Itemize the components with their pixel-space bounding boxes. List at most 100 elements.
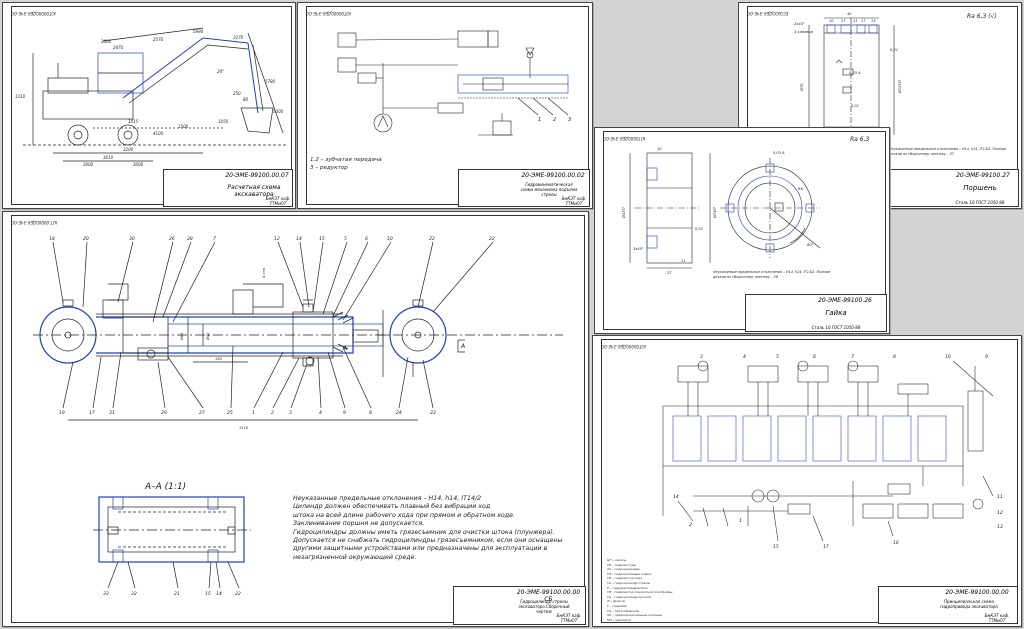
dim-label: 5300 — [273, 109, 284, 114]
principal-scheme-drawing: 3 4 5 6 7 8 10 9 11 12 13 14 1 2 15 17 1… — [662, 354, 1003, 550]
callout-number: 18 — [49, 236, 55, 242]
legend-list: ЦП – насосы ГМ – гидромоторы ЗА – гидроц… — [607, 558, 707, 622]
dim-label: 24° — [217, 69, 224, 74]
drawing-name: Гайка — [825, 309, 847, 317]
roughness-mark: Ra 6,3 — [850, 136, 870, 143]
requirement-line: другими защитными устройствами или предн… — [293, 545, 548, 553]
dim-label: 1050 — [218, 119, 229, 124]
callout-number: 28 — [187, 236, 193, 242]
sheet-frame — [603, 131, 886, 330]
callout-number: 21 — [174, 591, 180, 597]
dim-label: 80 — [243, 97, 249, 102]
dim-label: 3000 — [133, 162, 144, 167]
sheet-excavator: ЮТ00000ДБ6-ЭЧЕ-ОС — [2, 2, 296, 209]
drawing-code: 20-ЭМЕ-99100.00.00 — [945, 589, 1009, 596]
drawing-org: БмКЭТ каф. ТТМиОТ — [561, 196, 587, 206]
callout-number: 15 — [773, 544, 779, 550]
scheme-note: 1,2 – зубчатая передача — [310, 157, 382, 163]
legend-item: ЗА – гидроцилиндры — [607, 567, 640, 572]
callout-number: 13 — [997, 524, 1003, 530]
callout-number: 3 — [700, 354, 703, 360]
dim-label: 4100 — [153, 131, 164, 136]
drawing-code: 20-ЭМЕ-99100.00.02 — [521, 172, 585, 179]
title-block: 20-ЭМЕ-99100.00.00 СБ Гидроцилиндр стрел… — [453, 586, 586, 625]
callout-number: 5 — [776, 354, 779, 360]
callout-number: 15 — [319, 236, 325, 242]
sheet-principal-scheme: ЮТ00000ДБ6-ЭЧЕ-ОС — [592, 335, 1022, 627]
callout-number: 29 — [161, 410, 167, 416]
sheet-frame — [601, 339, 1018, 623]
dim-label: 17 — [841, 19, 846, 23]
callout-number: 4 — [319, 410, 322, 416]
dim-label: R6 — [798, 187, 803, 191]
drawing-name: Гидроцилиндр стрелы экскаватора Сборочны… — [518, 599, 570, 614]
dim-label: 180 — [215, 357, 223, 361]
dim-label: Ø70 — [799, 83, 804, 92]
legend-item: МН – манометр — [607, 617, 631, 622]
legend-item: ПК – предохранительные клапаны — [607, 613, 662, 618]
dim-label: Ø40 — [205, 332, 210, 341]
drawing-org: БмКЭТ каф. ТТМиОТ — [984, 613, 1010, 623]
dim-label: 2470 — [113, 45, 124, 50]
dim-label: Ø63 — [179, 332, 184, 341]
requirement-line: Заклинивание поршня не допускается. — [293, 520, 425, 528]
callout-number: 1 — [739, 518, 742, 524]
callout-number: 8 — [893, 354, 896, 360]
piston-note: Неуказанные предельные отклонения – H14,… — [889, 147, 1007, 156]
callout-number: 7 — [851, 354, 854, 360]
legend-item: ГМ – гидроцилиндры ковша — [607, 571, 652, 576]
cylinder-drawing: 18 20 30 26 28 7 12 14 15 5 6 10 22 22 1… — [33, 236, 563, 597]
dim-label: 10 — [829, 19, 834, 23]
piston-drawing: 40 10 17 13 17 13 4 канавки 2x45° Ø70 Ø1… — [794, 12, 902, 152]
callout-number: 1 — [252, 410, 255, 416]
tolerance-tag: 0,01 — [890, 48, 898, 52]
callout-number: 31 — [109, 410, 115, 416]
callout-number: 14 — [216, 591, 222, 597]
callout-number: 30 — [129, 236, 135, 242]
drawing-name: Поршень — [963, 184, 997, 192]
callout-number: 23 — [430, 410, 436, 416]
callout-number: 12 — [274, 236, 280, 242]
material: Сталь 10 ГОСТ 1050-88 — [811, 325, 861, 330]
callout-number: 5 — [344, 236, 347, 242]
drawing-org: БмКЭТ каф. ТТМиОТ — [556, 613, 582, 623]
callout-number: 14 — [296, 236, 302, 242]
title-block: 20-ЭМЕ-99100.00.07 Расчетная схема экска… — [163, 169, 293, 207]
callout-number: 25 — [227, 410, 233, 416]
requirement-line: штока на всей длине рабочего хода при пр… — [293, 511, 516, 519]
legend-item: ГМ – гидромотор хода — [607, 576, 643, 581]
dim-label: Ø74f7 — [712, 206, 717, 219]
drawing-code: 20-ЭМЕ-99100.00.00 СБ — [516, 589, 581, 603]
callout-number: 2 — [553, 117, 556, 123]
hydraulic-scheme-drawing: 1 2 3 — [337, 30, 571, 136]
dim-label: 3610 — [103, 155, 114, 160]
dim-label: 11 — [681, 259, 686, 263]
material: Сталь 10 ГОСТ 1050-88 — [955, 200, 1005, 205]
dim-label: 4 отв. — [262, 267, 266, 278]
callout-number: 32 — [131, 591, 137, 597]
section-mark: A — [342, 345, 347, 352]
legend-item: Р – гидрораспределитель — [607, 585, 648, 590]
callout-number: 2 — [689, 522, 692, 528]
legend-item: ГЦ – гидроцилиндр рукояти — [607, 594, 652, 599]
callout-number: 7 — [213, 236, 216, 242]
sheet-cylinder-assembly: ЮТ.00000ДБ6-ЭЧЕ-ОС — [2, 211, 589, 627]
dim-label: 3000 — [83, 162, 94, 167]
title-block: 20-ЭМЕ-99100.00.00 Принципиальная схема … — [878, 586, 1018, 624]
tolerance-tag: 0,03 A — [849, 71, 861, 75]
callout-number: 9 — [343, 410, 346, 416]
tolerance-tag: 0,03 A — [773, 151, 785, 155]
dim-label: 1310 — [15, 94, 26, 99]
legend-item: ТЦ – теплообменник — [607, 608, 640, 613]
callout-number: 17 — [823, 544, 829, 550]
nut-drawing: 10 Ø47f7 Ø74f7 3x45° 11 27 R6 60° 0,03 A… — [621, 147, 821, 275]
legend-item: ГМ – гидромотор поворотной платформы — [607, 590, 673, 595]
dim-label: 5890 — [193, 29, 204, 34]
requirement-line: Допускается не снабжать гидроцилиндры гр… — [293, 537, 563, 545]
dim-label: 13 — [853, 19, 858, 23]
callout-number: 22 — [489, 236, 495, 242]
callout-number: 9 — [985, 354, 988, 360]
callout-number: 2 — [271, 410, 274, 416]
callout-number: 14 — [673, 494, 679, 500]
dim-label: 60° — [807, 243, 814, 247]
